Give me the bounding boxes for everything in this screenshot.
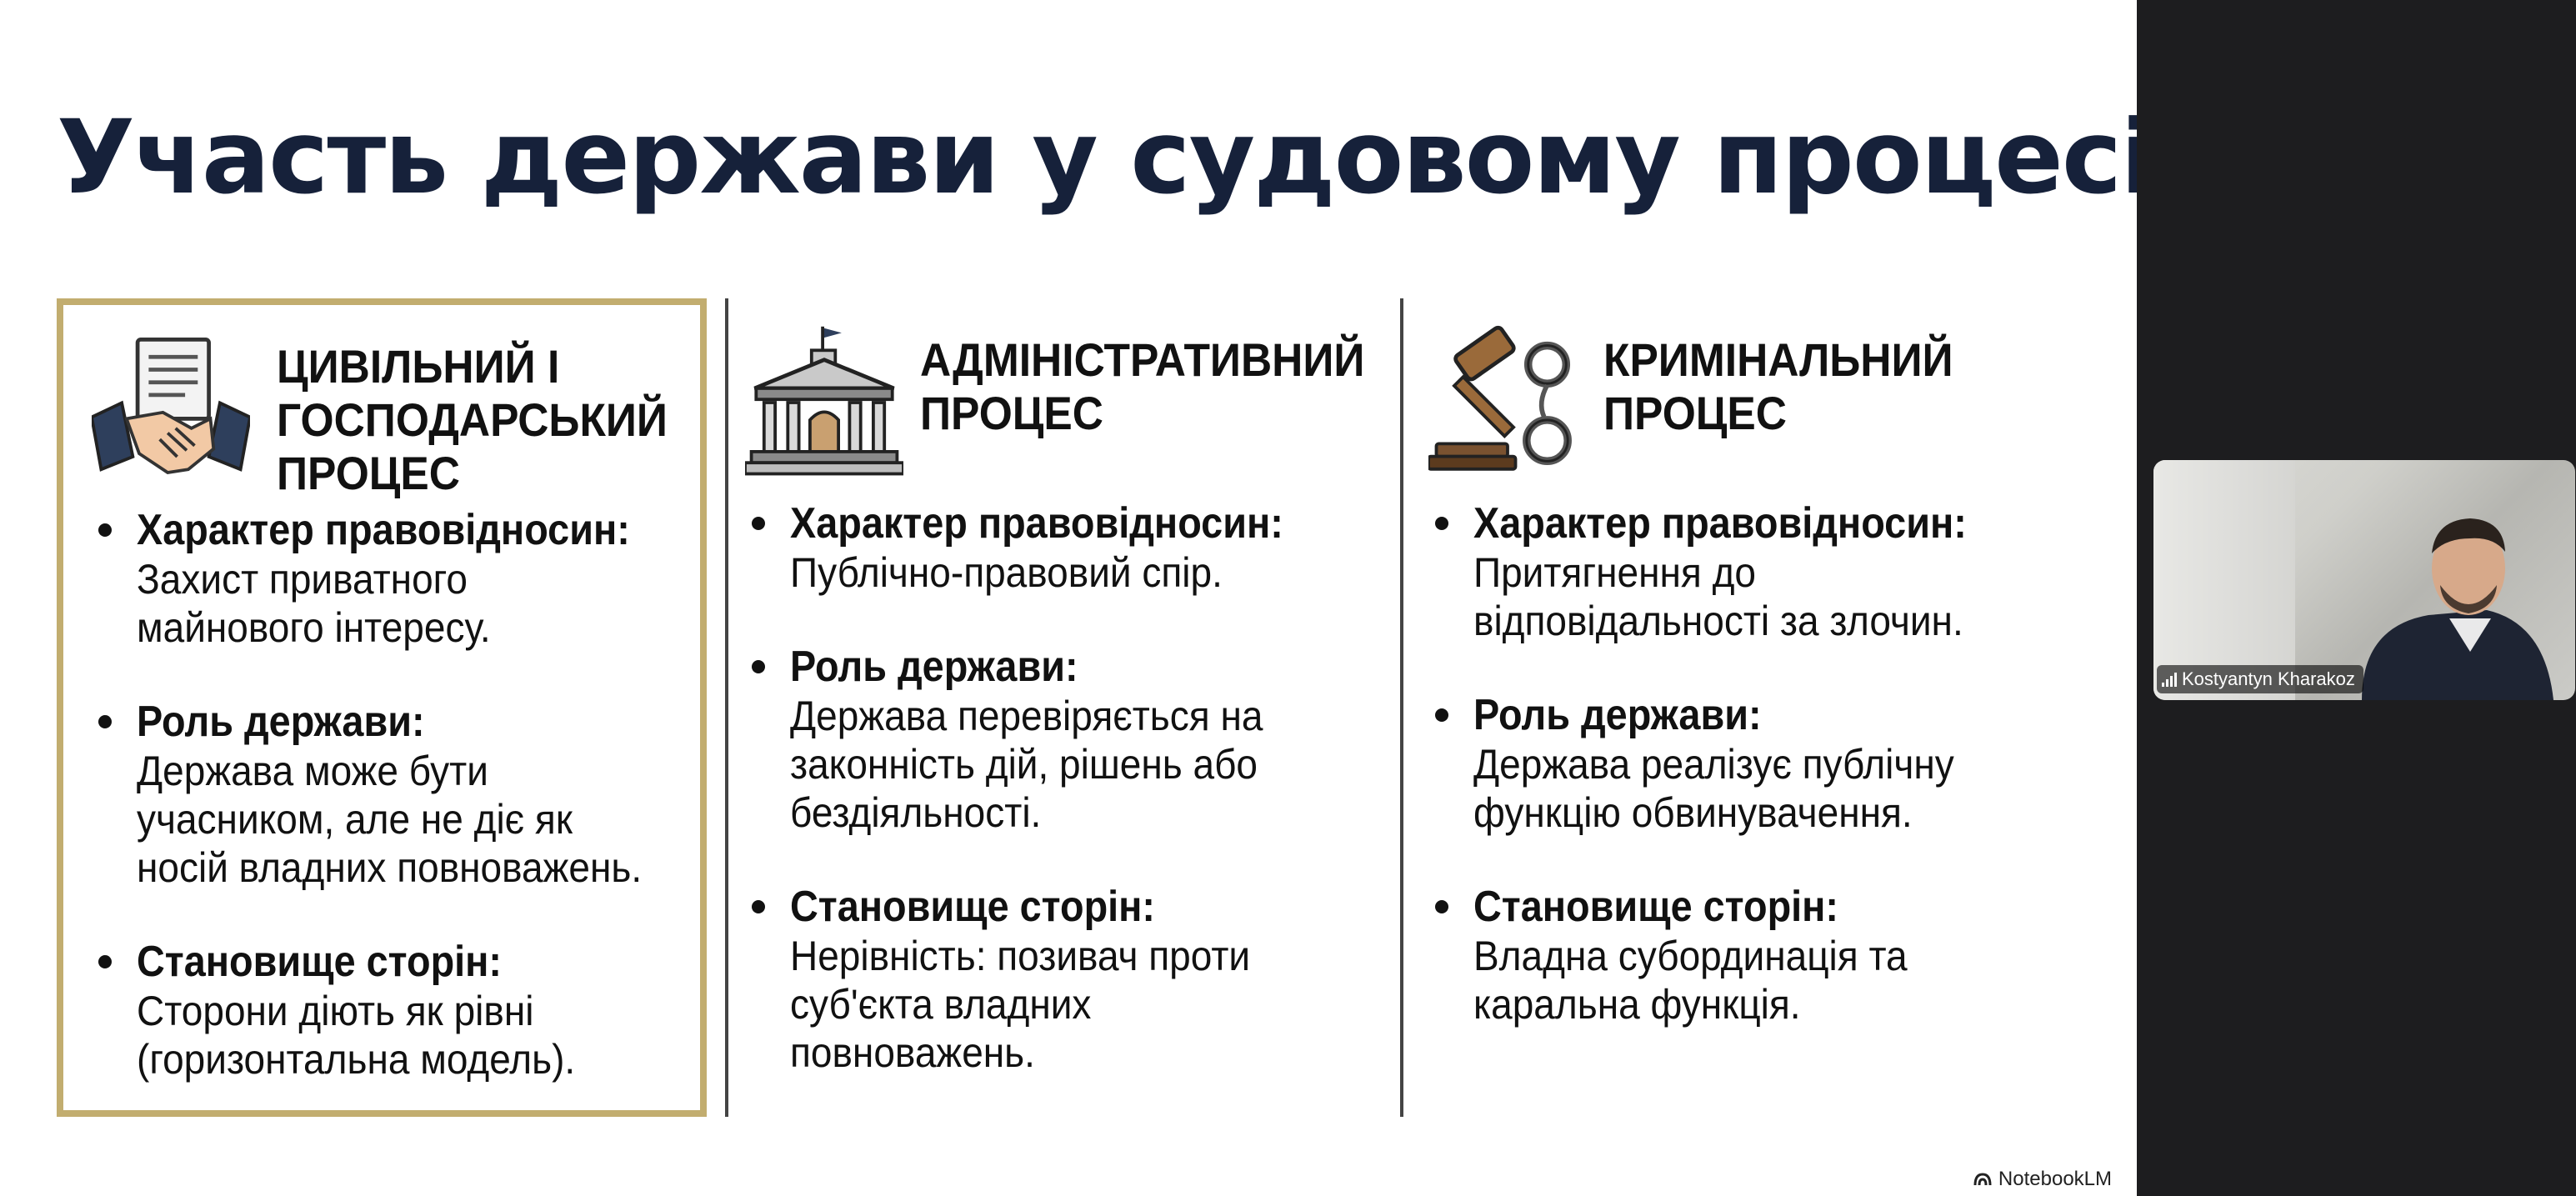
- column-title: КРИМІНАЛЬНИЙ ПРОЦЕС: [1603, 333, 2033, 440]
- bullet-label: Роль держави:: [1473, 691, 1762, 739]
- participant-avatar-video: [2362, 518, 2553, 700]
- bullet-label: Характер правовідносин:: [790, 499, 1283, 548]
- bullet-label: Роль держави:: [137, 698, 425, 746]
- bullet-list: Характер правовідносин: Публічно-правови…: [747, 498, 1383, 1122]
- brand-label: NotebookLM: [1998, 1168, 2112, 1190]
- bullet-list: Характер правовідносин: Притягнення до в…: [1430, 498, 2100, 1073]
- column-title-line: ГОСПОДАРСЬКИЙ: [277, 393, 668, 446]
- government-building-icon: [745, 326, 903, 476]
- bullet-item: Становище сторін: Сторони діють як рівні…: [93, 937, 700, 1083]
- column-divider: [725, 298, 728, 1117]
- bullet-text: Притягнення до відповідальності за злочи…: [1473, 549, 1963, 644]
- bullet-text: Владна субординація та каральна функція.: [1473, 933, 1908, 1028]
- column-title-line: ПРОЦЕС: [920, 387, 1103, 439]
- column-criminal-process: КРИМІНАЛЬНИЙ ПРОЦЕС Характер правовіднос…: [1400, 298, 2100, 1117]
- handshake-document-icon: [92, 338, 250, 474]
- bullet-item: Роль держави: Держава перевіряється на з…: [747, 642, 1383, 837]
- column-title: АДМІНІСТРАТИВНИЙ ПРОЦЕС: [920, 333, 1365, 440]
- bullet-item: Характер правовідносин: Притягнення до в…: [1430, 498, 2100, 645]
- column-header: ЦИВІЛЬНИЙ І ГОСПОДАРСЬКИЙ ПРОЦЕС: [92, 322, 728, 505]
- column-title-line: ПРОЦЕС: [277, 447, 460, 499]
- bullet-label: Становище сторін:: [137, 938, 503, 986]
- bullet-label: Характер правовідносин:: [137, 506, 630, 554]
- bullet-text: Публічно-правовий спір.: [790, 549, 1223, 596]
- bullet-text: Держава реалізує публічну функцію обвину…: [1473, 741, 1954, 836]
- bullet-text: Сторони діють як рівні (горизонтальна мо…: [137, 988, 576, 1083]
- bullet-label: Становище сторін:: [790, 883, 1156, 931]
- bullet-text: Захист приватного майнового інтересу.: [137, 556, 491, 651]
- bullet-list: Характер правовідносин: Захист приватног…: [93, 505, 700, 1128]
- bullet-item: Характер правовідносин: Захист приватног…: [93, 505, 700, 652]
- bullet-text: Держава може бути учасником, але не діє …: [137, 748, 643, 891]
- bullet-text: Нерівність: позивач проти суб'єкта владн…: [790, 933, 1251, 1076]
- bullet-item: Характер правовідносин: Публічно-правови…: [747, 498, 1383, 597]
- column-title: ЦИВІЛЬНИЙ І ГОСПОДАРСЬКИЙ ПРОЦЕС: [277, 340, 668, 500]
- column-title-line: ЦИВІЛЬНИЙ І: [277, 340, 560, 393]
- background-window: [2153, 460, 2295, 700]
- column-title-line: АДМІНІСТРАТИВНИЙ: [920, 333, 1365, 386]
- participant-name: Kostyantyn Kharakoz: [2182, 668, 2355, 689]
- bullet-label: Становище сторін:: [1473, 883, 1839, 931]
- notebooklm-watermark: NotebookLM: [1973, 1168, 2112, 1191]
- participant-video-tile[interactable]: Kostyantyn Kharakoz: [2153, 460, 2575, 700]
- signal-strength-icon: [2162, 672, 2177, 687]
- participant-name-tag: Kostyantyn Kharakoz: [2157, 665, 2363, 693]
- column-civil-process: ЦИВІЛЬНИЙ І ГОСПОДАРСЬКИЙ ПРОЦЕС Характе…: [57, 298, 707, 1117]
- bullet-item: Становище сторін: Нерівність: позивач пр…: [747, 882, 1383, 1077]
- presentation-slide: Участь держави у судовому процесі ЦИВІЛЬ…: [0, 0, 2137, 1196]
- gavel-handcuffs-icon: [1428, 325, 1572, 471]
- column-title-line: ПРОЦЕС: [1603, 387, 1787, 439]
- column-header: КРИМІНАЛЬНИЙ ПРОЦЕС: [1428, 315, 2128, 498]
- bullet-label: Роль держави:: [790, 643, 1078, 691]
- column-title-line: КРИМІНАЛЬНИЙ: [1603, 333, 1953, 386]
- column-header: АДМІНІСТРАТИВНИЙ ПРОЦЕС: [745, 315, 1412, 498]
- bullet-item: Роль держави: Держава реалізує публічну …: [1430, 690, 2100, 837]
- bullet-item: Роль держави: Держава може бути учаснико…: [93, 697, 700, 892]
- column-administrative-process: АДМІНІСТРАТИВНИЙ ПРОЦЕС Характер правові…: [717, 298, 1383, 1117]
- bullet-label: Характер правовідносин:: [1473, 499, 1967, 548]
- notebooklm-logo-icon: [1973, 1173, 1992, 1186]
- bullet-item: Становище сторін: Владна субординація та…: [1430, 882, 2100, 1028]
- column-divider: [1400, 298, 1403, 1117]
- slide-title: Участь держави у судовому процесі: [57, 98, 2137, 217]
- bullet-text: Держава перевіряється на законність дій,…: [790, 693, 1263, 836]
